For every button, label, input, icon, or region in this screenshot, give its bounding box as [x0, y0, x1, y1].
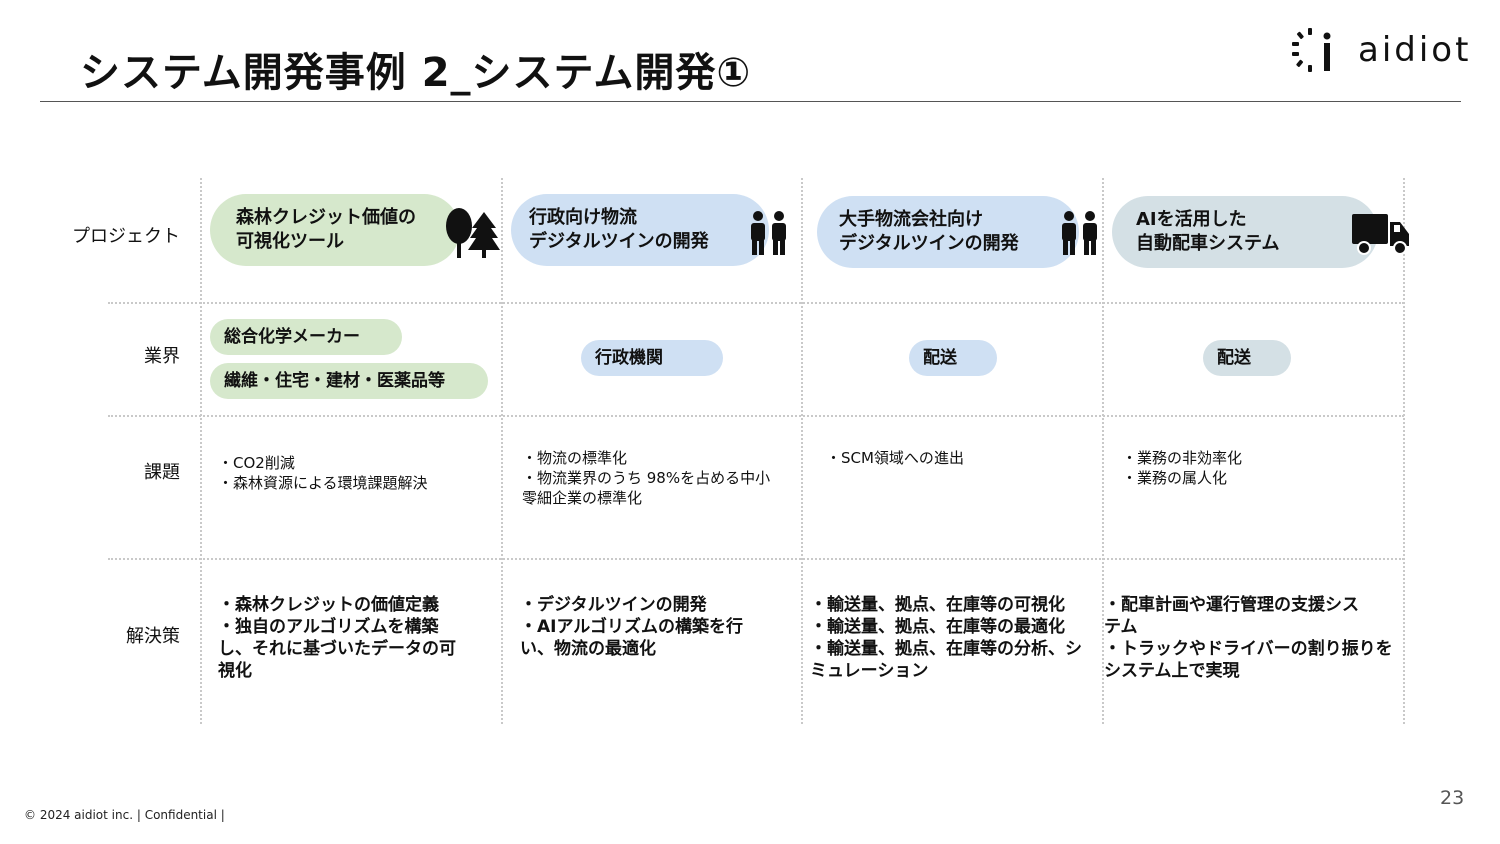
people-icon — [751, 211, 786, 255]
industry-pill: 配送 — [909, 340, 997, 376]
project-pill-logistics-digital-twin: 大手物流会社向け デジタルツインの開発 — [817, 196, 1079, 268]
solution-text: ・森林クレジットの価値定義 ・独自のアルゴリズムを構築 し、それに基づいたデータ… — [218, 595, 456, 681]
trees-icon — [446, 208, 500, 258]
row-label-challenge: 課題 — [144, 462, 180, 483]
project-pill-gov-digital-twin: 行政向け物流 デジタルツインの開発 — [511, 194, 769, 266]
challenge-text: ・CO2削減 ・森林資源による環境課題解決 — [218, 454, 428, 492]
row-label-project: プロジェクト — [72, 226, 180, 247]
challenge-text: ・SCM領域への進出 — [826, 449, 964, 467]
logo-mark-icon — [1292, 28, 1331, 72]
row-divider — [108, 415, 1404, 417]
page-title: システム開発事例 2_システム開発① — [80, 50, 752, 96]
page-number: 23 — [1440, 787, 1465, 809]
project-pill-ai-dispatch: AIを活用した 自動配車システム — [1112, 196, 1378, 268]
column-divider — [501, 178, 503, 724]
industry-pill: 配送 — [1203, 340, 1291, 376]
solution-text: ・配車計画や運行管理の支援シス テム ・トラックやドライバーの割り振りを システ… — [1104, 595, 1393, 681]
industry-pill: 繊維・住宅・建材・医薬品等 — [210, 363, 488, 399]
project-pill-forest-credit: 森林クレジット価値の 可視化ツール — [210, 194, 460, 266]
column-divider — [801, 178, 803, 724]
row-divider — [108, 302, 1404, 304]
industry-pill: 総合化学メーカー — [210, 319, 402, 355]
row-label-solution: 解決策 — [126, 626, 180, 647]
challenge-text: ・業務の非効率化 ・業務の属人化 — [1122, 449, 1243, 487]
row-divider — [108, 558, 1404, 560]
people-icon — [1062, 211, 1097, 255]
title-divider — [40, 101, 1461, 102]
industry-pill: 行政機関 — [581, 340, 723, 376]
logo-text: aidiot — [1358, 30, 1472, 70]
truck-icon — [1352, 214, 1409, 255]
row-label-industry: 業界 — [144, 346, 180, 367]
column-divider — [200, 178, 202, 724]
challenge-text: ・物流の標準化 ・物流業界のうち 98%を占める中小 零細企業の標準化 — [522, 449, 771, 507]
footer-copyright: © 2024 aidiot inc. | Confidential | — [24, 808, 225, 822]
solution-text: ・デジタルツインの開発 ・AIアルゴリズムの構築を行 い、物流の最適化 — [520, 595, 743, 659]
column-divider — [1403, 178, 1405, 724]
company-logo: aidiot — [1290, 28, 1470, 74]
solution-text: ・輸送量、拠点、在庫等の可視化 ・輸送量、拠点、在庫等の最適化 ・輸送量、拠点、… — [810, 595, 1082, 681]
column-divider — [1102, 178, 1104, 724]
